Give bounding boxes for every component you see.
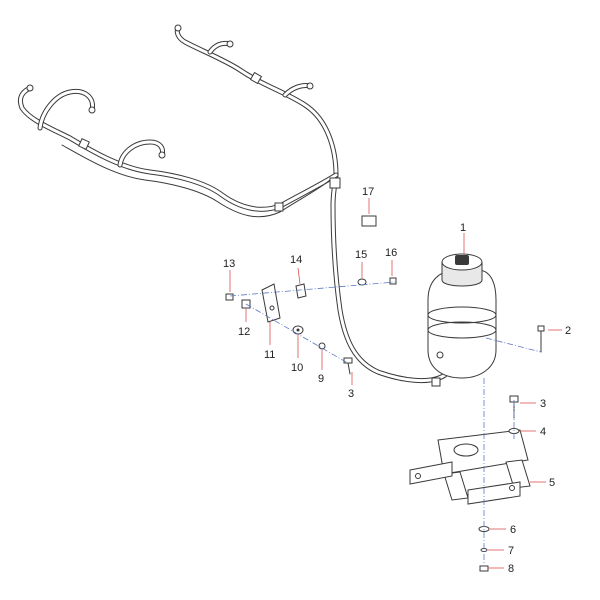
callout-17: 17 [362, 186, 374, 198]
callout-4: 4 [540, 426, 546, 438]
nut-8 [479, 565, 489, 572]
callout-14: 14 [290, 254, 302, 266]
hardware [225, 215, 545, 572]
callout-13: 13 [223, 258, 235, 270]
nut-13 [225, 293, 234, 301]
hose-harness [17, 24, 448, 387]
callout-12: 12 [238, 326, 250, 338]
callout-3-left: 3 [348, 388, 354, 400]
callout-10: 10 [291, 362, 303, 374]
assembly-axis-lines [229, 281, 542, 565]
washer-15 [357, 278, 367, 286]
callout-leaders [229, 198, 562, 569]
bolt-2 [537, 325, 545, 332]
callout-7: 7 [508, 545, 514, 557]
clip-17 [361, 215, 377, 227]
callout-2: 2 [565, 325, 571, 337]
reservoir-bottle [427, 253, 497, 379]
cap-grip-icon [455, 255, 469, 265]
callout-3-right: 3 [540, 398, 546, 410]
spacer-14 [295, 283, 307, 299]
callout-15: 15 [355, 249, 367, 261]
bolt-3-left [343, 357, 353, 364]
callout-1: 1 [460, 222, 466, 234]
mounting-bracket [409, 429, 531, 505]
callout-6: 6 [510, 524, 516, 536]
callout-9: 9 [318, 373, 324, 385]
callout-8: 8 [508, 563, 514, 575]
callout-5: 5 [549, 477, 555, 489]
bolt-16 [389, 277, 397, 285]
bracket-11 [261, 283, 281, 323]
lockwasher-9 [318, 342, 326, 350]
callout-11: 11 [264, 349, 275, 361]
callout-16: 16 [385, 247, 397, 259]
callout-labels: 1 2 3 3 4 5 6 7 8 9 10 11 12 13 14 15 16… [223, 186, 571, 575]
